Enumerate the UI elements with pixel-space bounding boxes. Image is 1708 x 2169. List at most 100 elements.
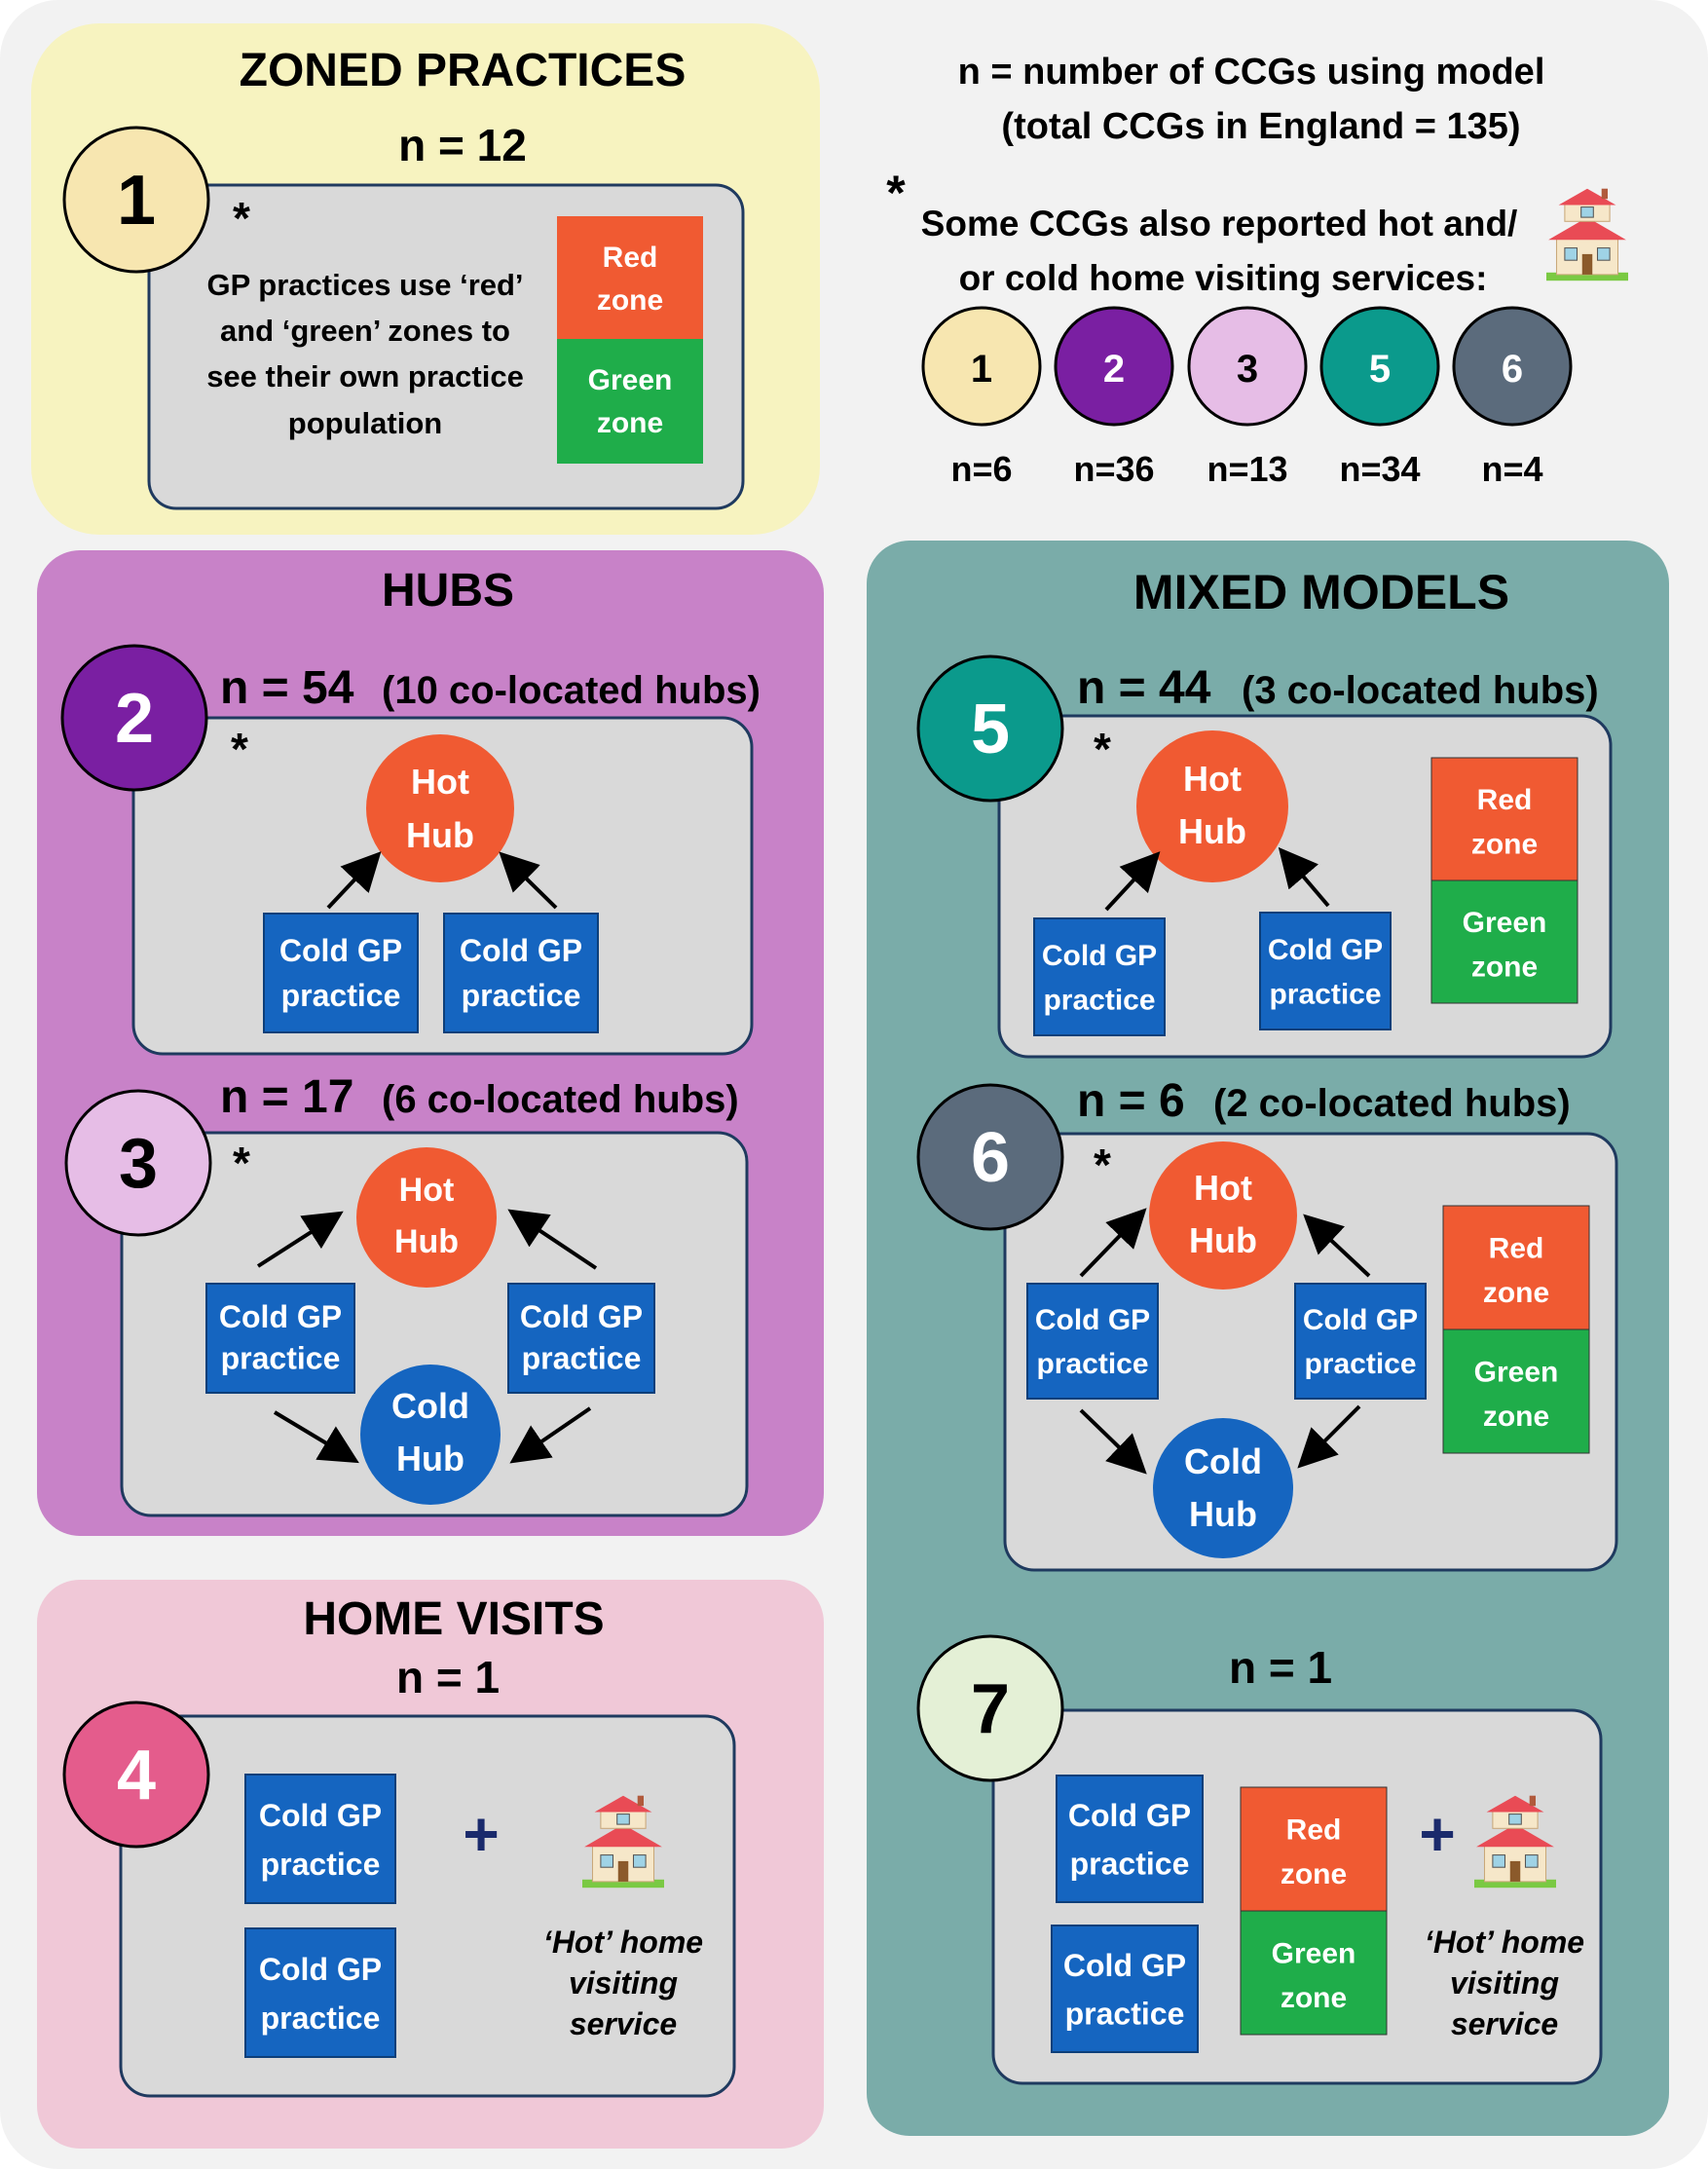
model-5-n: n = 44 [1077, 662, 1211, 714]
legend-circle-count: n=36 [1073, 449, 1154, 489]
arrow [1079, 1208, 1147, 1278]
model-circle-6 [916, 1083, 1064, 1231]
arrow [1278, 846, 1330, 908]
red-zone-label-2: zone [597, 284, 663, 317]
red-zone-block [1442, 1205, 1590, 1330]
model-circle-3 [64, 1089, 212, 1237]
model-circle-1 [62, 126, 210, 274]
cold-gp-label-1: Cold GP [259, 1798, 382, 1833]
arrow [326, 851, 382, 910]
model-7-n: n = 1 [1229, 1642, 1332, 1693]
green-zone-label-2: zone [597, 407, 663, 439]
cold-hub-circle [1153, 1418, 1293, 1558]
green-zone-label-1: Green [1474, 1356, 1559, 1388]
plus-sign: + [463, 1799, 499, 1869]
cold-gp-block [205, 1283, 355, 1394]
cold-hub-label-2: Hub [396, 1439, 464, 1478]
hot-home-visiting-label-1: ‘Hot’ home [543, 1925, 703, 1960]
arrow [509, 1406, 592, 1464]
hot-hub-circle [1136, 730, 1288, 882]
model-number-4: 4 [117, 1737, 156, 1814]
zoned-desc-line-1: GP practices use ‘red’ [206, 268, 523, 302]
cold-gp-block [244, 1774, 396, 1904]
legend-circle-2 [1054, 306, 1174, 427]
legend-circle-number: 1 [971, 348, 992, 391]
green-zone-label-1: Green [1272, 1937, 1356, 1969]
red-zone-label-2: zone [1471, 828, 1538, 860]
hot-hub-circle [1149, 1141, 1297, 1290]
legend-line-2: (total CCGs in England = 135) [1001, 106, 1520, 147]
cold-gp-practice: Cold GP practice [1056, 1775, 1204, 1903]
zoned-red-green-zone: Red zone Green zone [557, 216, 703, 464]
legend-note-line-2: or cold home visiting services: [959, 258, 1488, 298]
hot-hub-label-2: Hub [394, 1223, 459, 1260]
red-zone-label-1: Red [1477, 784, 1533, 816]
home-visits-title: HOME VISITS [303, 1593, 604, 1645]
model-5-asterisk: * [1094, 724, 1111, 774]
green-zone-label-2: zone [1281, 1982, 1347, 2014]
model-number-3: 3 [119, 1125, 158, 1203]
cold-gp-block [1033, 917, 1166, 1036]
red-zone-label-1: Red [1489, 1232, 1544, 1264]
hot-hub-label-1: Hot [1194, 1168, 1252, 1208]
legend-circle-5 [1319, 306, 1440, 427]
red-zone-block [1430, 757, 1578, 881]
cold-gp-label-2: practice [522, 1340, 642, 1375]
model-6-cold-hub: Cold Hub [1153, 1418, 1293, 1558]
green-zone-label-1: Green [588, 364, 673, 396]
model-number-6: 6 [971, 1119, 1010, 1197]
cold-hub-label-1: Cold [1184, 1441, 1262, 1481]
arrow [499, 851, 558, 910]
cold-gp-label-1: Cold GP [1068, 1798, 1191, 1833]
model-3-asterisk: * [233, 1138, 250, 1188]
model-2-note: (10 co-located hubs) [382, 669, 761, 712]
legend-note-line-1: Some CCGs also reported hot and/ [921, 204, 1518, 243]
legend: n = number of CCGs using model (total CC… [886, 52, 1629, 489]
cold-gp-label-1: Cold GP [219, 1299, 342, 1334]
model-number-1: 1 [117, 162, 156, 240]
cold-gp-label-2: practice [1070, 1846, 1190, 1881]
cold-gp-block [443, 913, 599, 1033]
model-5-note: (3 co-located hubs) [1242, 669, 1599, 712]
cold-gp-label-2: practice [261, 1847, 381, 1882]
model-6-n: n = 6 [1077, 1075, 1185, 1127]
legend-circle-number: 3 [1237, 348, 1258, 391]
mixed-models-title: MIXED MODELS [1133, 565, 1509, 619]
cold-gp-label-2: practice [1036, 1348, 1148, 1380]
hot-home-visiting-label-2: visiting [569, 1965, 678, 2001]
cold-gp-block [507, 1283, 655, 1394]
zoned-desc-line-4: population [288, 406, 442, 440]
red-zone-label-2: zone [1281, 1858, 1347, 1890]
arrow [507, 1209, 598, 1270]
model-3-box [120, 1131, 749, 1517]
cold-gp-label-2: practice [281, 978, 401, 1013]
zoned-asterisk: * [233, 193, 250, 243]
model-number-2: 2 [115, 680, 154, 758]
cold-gp-label-1: Cold GP [279, 933, 402, 968]
cold-gp-practice: Cold GP practice [263, 913, 419, 1033]
zoned-desc-line-3: see their own practice [206, 359, 524, 393]
legend-circle-count: n=6 [950, 449, 1012, 489]
hot-home-visiting-label-2: visiting [1450, 1965, 1559, 2001]
legend-circle-count: n=13 [1207, 449, 1287, 489]
legend-circle-count: n=4 [1481, 449, 1542, 489]
cold-gp-label-1: Cold GP [460, 933, 582, 968]
hot-hub-label-2: Hub [1178, 811, 1246, 851]
cold-gp-block [1259, 912, 1392, 1030]
model-circle-4 [62, 1701, 210, 1849]
hot-hub-label-1: Hot [411, 762, 469, 802]
cold-gp-label-2: practice [1269, 979, 1381, 1011]
hot-home-visiting-label-3: service [1451, 2006, 1558, 2041]
red-zone-block [557, 216, 703, 339]
zoned-desc-line-2: and ‘green’ zones to [220, 314, 510, 348]
